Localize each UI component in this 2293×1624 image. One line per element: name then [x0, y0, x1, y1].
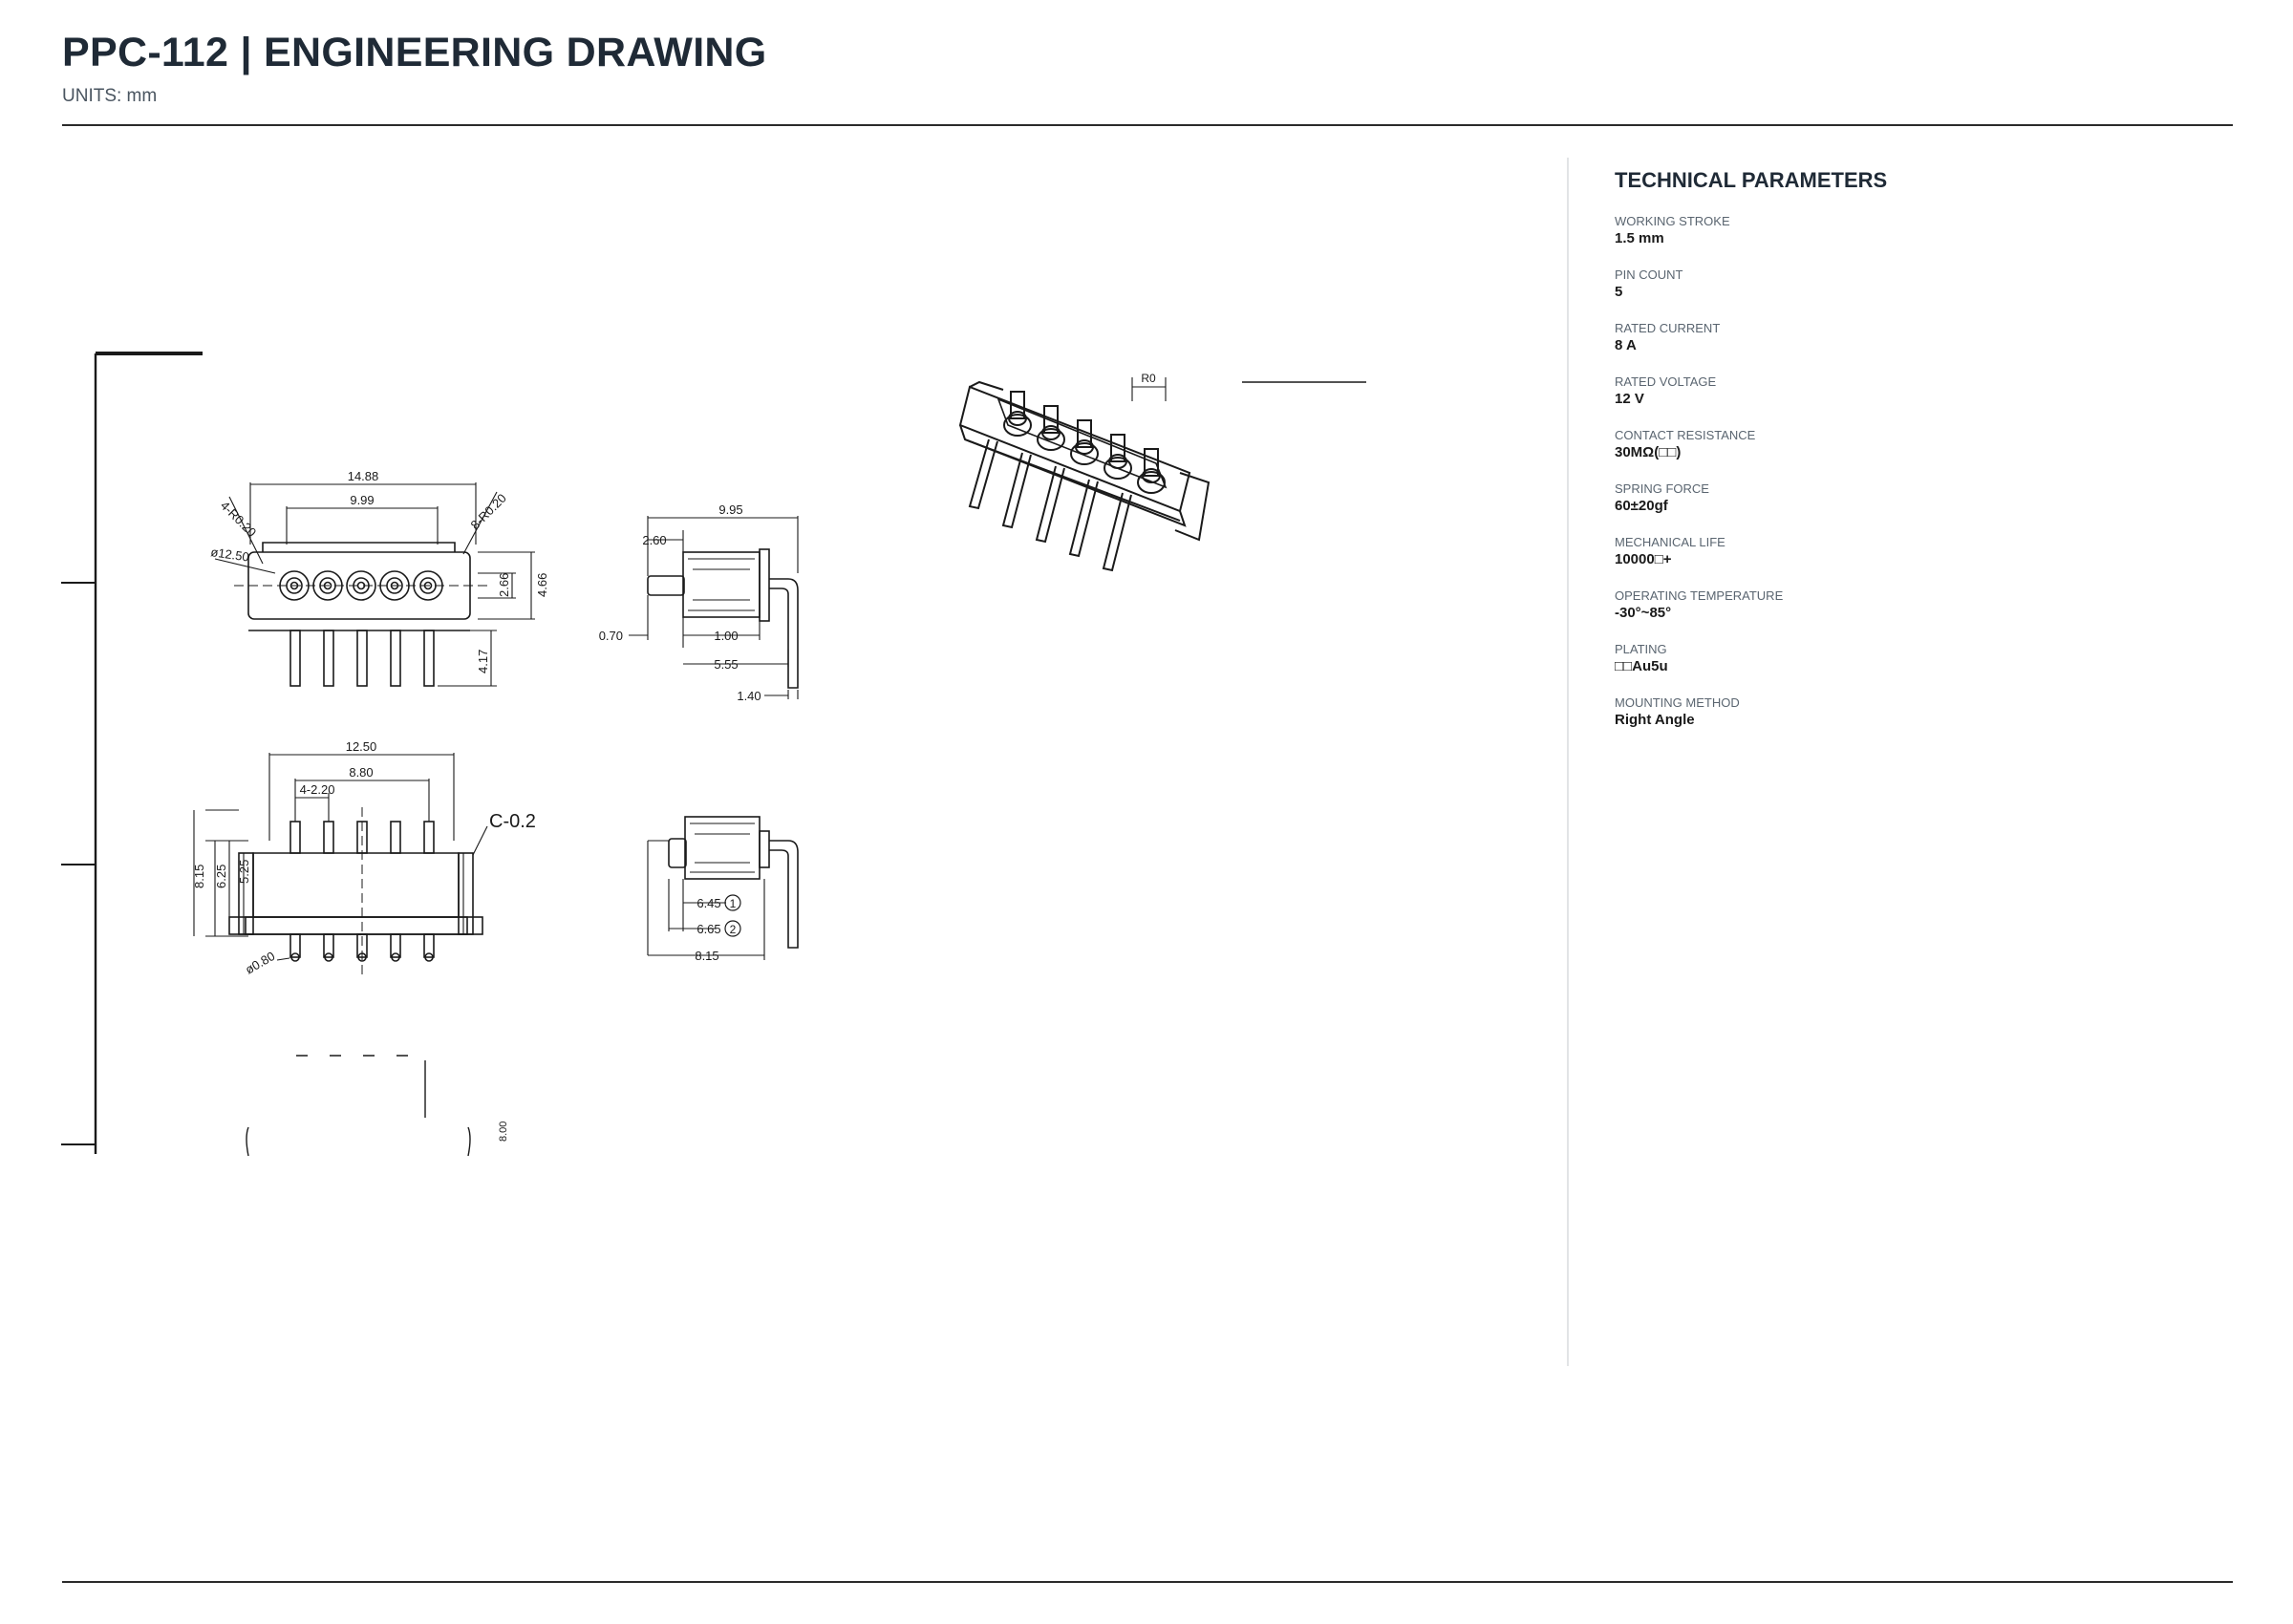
param-rated-current: RATED CURRENT 8 A [1615, 321, 2188, 355]
dim-bottom-h-body: 5.25 [237, 860, 251, 884]
dim-partial: 8.00 [498, 1122, 509, 1142]
dim-bottom-pin-dia: ø0.80 [243, 949, 277, 977]
dim-side2-d2: 6.65 [696, 922, 720, 936]
dim-side-pin-dia: 0.70 [599, 629, 623, 643]
isometric-view: R0 [958, 372, 1366, 572]
param-spring-force: SPRING FORCE 60±20gf [1615, 481, 2188, 516]
param-value: 30MΩ(□□) [1615, 444, 1682, 460]
param-label: MOUNTING METHOD [1615, 695, 1740, 710]
partial-lower-view: 8.00 [246, 1055, 509, 1157]
bottom-view: 12.50 8.80 4-2.20 C-0.2 8.15 6.25 5.25 ø… [192, 739, 536, 979]
dim-side-width: 9.95 [718, 502, 742, 517]
dim-front-height-inner: 2.66 [497, 573, 511, 597]
param-working-stroke: WORKING STROKE 1.5 mm [1615, 214, 2188, 248]
param-plating: PLATING □□Au5u [1615, 642, 2188, 676]
dim-bottom-h-total: 8.15 [192, 865, 206, 888]
param-mechanical-life: MECHANICAL LIFE 10000□+ [1615, 535, 2188, 569]
dim-bottom-h-mid: 6.25 [214, 865, 228, 888]
param-label: RATED VOLTAGE [1615, 374, 1717, 389]
marker-1: 1 [730, 897, 737, 910]
column-separator [1567, 158, 1569, 1366]
param-value: 5 [1615, 284, 1623, 300]
param-value: -30°~85° [1615, 605, 1672, 621]
iso-pins-top [1003, 391, 1166, 494]
param-value: □□Au5u [1615, 658, 1668, 674]
param-operating-temperature: OPERATING TEMPERATURE -30°~85° [1615, 588, 2188, 623]
param-label: PLATING [1615, 642, 1667, 656]
dim-side-offset: 2.60 [642, 533, 666, 547]
dim-side-thickness: 1.40 [737, 689, 761, 703]
param-label: CONTACT RESISTANCE [1615, 428, 1756, 442]
param-label: RATED CURRENT [1615, 321, 1721, 335]
dim-front-radius-left: 4-R0.20 [218, 499, 259, 540]
param-value: 12 V [1615, 391, 1644, 407]
side-view-top: 9.95 2.60 0.70 1.00 5.55 1.40 [599, 502, 799, 703]
dim-front-height-outer: 4.66 [535, 573, 549, 597]
param-rated-voltage: RATED VOLTAGE 12 V [1615, 374, 2188, 409]
dim-front-width-inner: 9.99 [350, 493, 374, 507]
drawing-canvas: 14.88 9.99 4-R0.20 8-R0.20 ø12.50 2.66 4… [61, 352, 1366, 1157]
param-value: 1.5 mm [1615, 230, 1664, 246]
param-value: Right Angle [1615, 712, 1695, 728]
param-value: 60±20gf [1615, 498, 1668, 514]
frame-ticks [61, 582, 96, 1145]
dim-bottom-width: 12.50 [346, 739, 377, 754]
dim-front-diameter: ø12.50 [210, 545, 250, 564]
dim-side2-d3: 8.15 [695, 949, 718, 963]
param-label: WORKING STROKE [1615, 214, 1730, 228]
param-contact-resistance: CONTACT RESISTANCE 30MΩ(□□) [1615, 428, 2188, 462]
parameters-title: TECHNICAL PARAMETERS [1615, 168, 1888, 192]
dim-front-radius-right: 8-R0.20 [468, 491, 509, 532]
param-value: 10000□+ [1615, 551, 1672, 567]
footer-rule [62, 1581, 2233, 1583]
dim-side-step: 1.00 [714, 629, 738, 643]
dim-front-pin-length: 4.17 [476, 650, 490, 673]
dim-bottom-pitch: 4-2.20 [300, 782, 335, 797]
param-label: PIN COUNT [1615, 267, 1683, 282]
dim-bottom-chamfer: C-0.2 [489, 811, 536, 832]
side-view-bottom: 6.45 6.65 8.15 1 2 [647, 816, 799, 963]
iso-pins-bottom [968, 438, 1132, 572]
param-mounting-method: MOUNTING METHOD Right Angle [1615, 695, 2188, 730]
header-rule [62, 124, 2233, 126]
marker-2: 2 [730, 923, 737, 936]
param-label: OPERATING TEMPERATURE [1615, 588, 1784, 603]
engineering-drawing: 14.88 9.99 4-R0.20 8-R0.20 ø12.50 2.66 4… [57, 344, 1395, 1180]
front-pins [279, 570, 443, 687]
page-header: PPC-112 | ENGINEERING DRAWING UNITS: mm [62, 29, 767, 107]
param-value: 8 A [1615, 337, 1637, 353]
dim-side-length: 5.55 [714, 657, 738, 672]
param-pin-count: PIN COUNT 5 [1615, 267, 2188, 302]
param-label: MECHANICAL LIFE [1615, 535, 1725, 549]
technical-parameters-panel: TECHNICAL PARAMETERS WORKING STROKE 1.5 … [1615, 162, 2188, 749]
dim-bottom-pitch-total: 8.80 [349, 765, 373, 780]
dim-front-width-overall: 14.88 [348, 469, 379, 483]
front-view: 14.88 9.99 4-R0.20 8-R0.20 ø12.50 2.66 4… [210, 469, 549, 687]
units-label: UNITS: mm [62, 86, 158, 106]
dim-iso: R0 [1141, 372, 1156, 385]
param-label: SPRING FORCE [1615, 481, 1709, 496]
dim-side2-d1: 6.45 [696, 896, 720, 910]
page-title: PPC-112 | ENGINEERING DRAWING [62, 30, 767, 75]
